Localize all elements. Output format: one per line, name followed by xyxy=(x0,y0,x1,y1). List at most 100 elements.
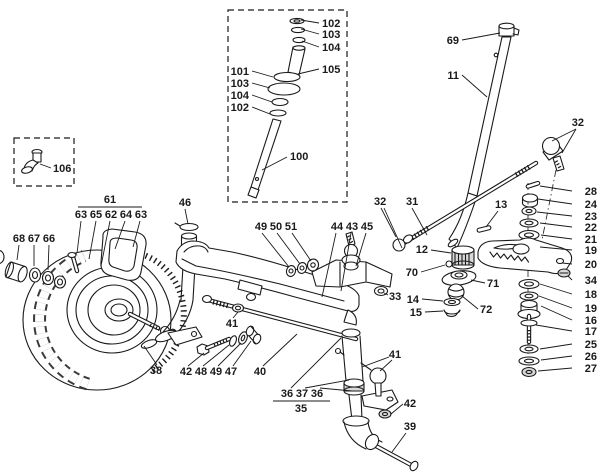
kingpin-cap-tab xyxy=(174,222,181,227)
leader-line-104 xyxy=(251,94,273,103)
leader-line-37 xyxy=(304,379,350,389)
part-callout-28: 28 xyxy=(585,186,597,198)
axle-stub-collar xyxy=(364,433,380,451)
axle-beam-arch xyxy=(183,245,209,253)
leader-line-14 xyxy=(421,298,444,302)
shaft-upper-section xyxy=(287,46,306,76)
leader-line-13 xyxy=(485,210,499,228)
part-callout-15: 15 xyxy=(410,307,422,319)
part-callout-32: 32 xyxy=(374,196,386,208)
part-callout-19: 19 xyxy=(585,245,597,257)
part-callout-26: 26 xyxy=(585,351,597,363)
shaft-100-foot xyxy=(247,186,260,199)
splined-coupler-12 xyxy=(451,245,475,270)
washer-49-upper-bore xyxy=(288,268,294,274)
kingpin-tube-left-edge xyxy=(180,265,184,301)
tie-rod-end-stud-thread xyxy=(554,160,562,169)
hub-cap-face xyxy=(17,265,28,283)
leader-line-63 xyxy=(132,220,141,248)
leader-line-66 xyxy=(47,244,50,271)
steering-shaft-end xyxy=(447,238,459,248)
washer-21-bore xyxy=(523,232,535,238)
leader-line-18 xyxy=(539,283,573,295)
spacer-47-back xyxy=(252,333,262,345)
ball-joint-41-right xyxy=(369,367,387,385)
leader-line-68 xyxy=(16,244,20,261)
valve-cap xyxy=(67,251,77,259)
retaining-ring-67 xyxy=(28,267,42,283)
sector-teeth xyxy=(489,251,530,263)
part-callout-41: 41 xyxy=(389,349,401,361)
washer-49-upper xyxy=(285,265,297,277)
axle-stub-39-core xyxy=(372,443,415,468)
spacer-47-front xyxy=(245,325,255,337)
kingpin-cap-46 xyxy=(179,222,199,232)
nut-27 xyxy=(521,366,537,378)
hub-cap-back xyxy=(4,261,15,279)
leader-line-62 xyxy=(100,220,111,267)
leader-line-24 xyxy=(537,198,573,205)
kingpin-bushing-36-top xyxy=(341,328,361,338)
edge-ring-partial xyxy=(0,250,5,264)
tie-rod-end-collar xyxy=(201,294,213,304)
part-callout-105: 105 xyxy=(322,64,340,76)
leader-line-72 xyxy=(461,295,479,310)
leader-line-22 xyxy=(539,222,573,228)
part-callout-65: 65 xyxy=(90,209,102,221)
ring-102-top xyxy=(289,17,305,25)
leader-line-46 xyxy=(184,208,189,225)
leader-line-19 xyxy=(539,246,573,251)
leader-line-36 xyxy=(319,387,353,392)
part-number-callouts: 1021031041051011031041021001066911322824… xyxy=(13,18,598,433)
roll-pin-13 xyxy=(476,225,492,233)
part-callout-103: 103 xyxy=(231,78,249,90)
nut-42-right xyxy=(378,409,392,419)
part-callout-47: 47 xyxy=(225,366,237,378)
axle-beam-edge-line xyxy=(181,258,345,302)
axle-beam-body xyxy=(175,240,360,312)
bushing-ring-66a-bore xyxy=(44,274,52,282)
part-callout-104: 104 xyxy=(231,90,250,102)
part-callout-102: 102 xyxy=(231,102,249,114)
clip-15 xyxy=(443,309,461,317)
detent-ball-70 xyxy=(445,260,453,268)
leader-line-42 xyxy=(390,403,404,415)
ring-102-top-bore xyxy=(293,19,301,23)
part-callout-102: 102 xyxy=(322,18,340,30)
part-callout-41: 41 xyxy=(226,318,238,330)
collar-104 xyxy=(271,97,289,107)
wheel-hub-bore xyxy=(110,303,128,317)
leader-line-38 xyxy=(143,345,158,366)
part-callout-104: 104 xyxy=(322,42,341,54)
leader-line-32 xyxy=(561,128,577,154)
collar-37 xyxy=(343,378,365,396)
tie-rod-thread xyxy=(212,299,230,309)
column-cap-69 xyxy=(498,22,520,37)
tire-tread-blocks-inner xyxy=(35,251,90,389)
leader-line-100 xyxy=(261,156,288,171)
leader-line-11 xyxy=(461,74,488,98)
leader-line-104 xyxy=(301,40,320,48)
rim-half-ring-inner xyxy=(108,237,138,272)
housing-101 xyxy=(267,82,301,96)
part-callout-48: 48 xyxy=(195,366,207,378)
leader-line-19 xyxy=(538,295,573,309)
spindle-arm-hole xyxy=(386,396,394,402)
leader-line-26 xyxy=(540,355,573,361)
leader-line-105 xyxy=(297,68,320,75)
spacer-47-top-edge xyxy=(250,325,259,336)
leader-line-101 xyxy=(251,70,274,78)
part-callout-49: 49 xyxy=(255,221,267,233)
leader-line-69 xyxy=(461,32,501,41)
leader-line-32 xyxy=(551,128,577,142)
ball-socket-lower xyxy=(343,261,359,271)
part-callout-42: 42 xyxy=(180,366,192,378)
nut-23-bore xyxy=(525,208,533,214)
part-callout-45: 45 xyxy=(361,221,373,233)
part-callout-100: 100 xyxy=(290,151,308,163)
part-callout-32: 32 xyxy=(572,117,584,129)
part-callout-22: 22 xyxy=(585,222,597,234)
part-callout-49: 49 xyxy=(210,366,222,378)
rim-inner-ring xyxy=(87,284,141,336)
leader-line-64 xyxy=(114,220,126,250)
